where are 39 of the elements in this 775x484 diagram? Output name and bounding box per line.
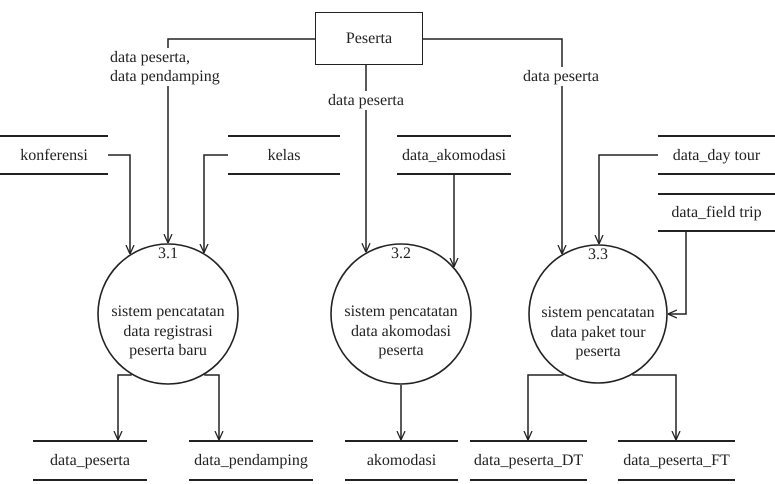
process-circle	[528, 244, 668, 384]
store-label: data_peserta_FT	[623, 451, 730, 470]
process-number: 3.2	[391, 244, 411, 263]
data-store	[658, 193, 775, 232]
data-flow-arrow	[523, 374, 564, 441]
data-flow-arrow	[361, 65, 371, 253]
data-flow-arrow	[449, 175, 459, 268]
data-flow-arrow	[113, 374, 132, 441]
process-number: 3.3	[588, 245, 608, 264]
data-flow-arrow	[396, 385, 406, 441]
process-label: sistem pencatatan data paket tour peserta	[540, 303, 656, 362]
store-label: data_akomodasi	[402, 146, 506, 164]
store-label: data_peserta_DT	[474, 451, 584, 470]
store-label: data_field trip	[671, 203, 762, 222]
edge-label: data peserta	[326, 91, 406, 110]
data-flow-arrow	[199, 154, 228, 254]
process-label: sistem pencatatan data akomodasi peserta	[343, 302, 459, 360]
process-circle	[330, 243, 472, 385]
store-label: konferensi	[20, 146, 88, 164]
data-store	[0, 135, 108, 175]
entity-label: Peserta	[346, 29, 392, 48]
external-entity-box	[315, 12, 423, 65]
store-label: data_pendamping	[194, 451, 308, 470]
store-label: kelas	[268, 146, 300, 164]
process-circle	[97, 243, 239, 385]
data-flow-arrow	[423, 38, 567, 255]
data-flow-arrow	[163, 38, 315, 244]
data-flow-arrow	[204, 374, 224, 441]
process-label: sistem pencatatan data registrasi peserta baru	[110, 302, 226, 360]
data-flow-arrow	[594, 154, 658, 245]
store-label: data_peserta	[50, 451, 130, 470]
data-store	[658, 135, 775, 175]
store-label: data_day tour	[672, 146, 760, 164]
process-number: 3.1	[158, 244, 178, 263]
data-flow-arrow	[667, 232, 687, 319]
data-flow-arrow	[108, 154, 135, 255]
edge-label: data peserta	[521, 67, 601, 86]
store-label: akomodasi	[366, 451, 436, 470]
data-flow-arrow	[632, 374, 681, 441]
